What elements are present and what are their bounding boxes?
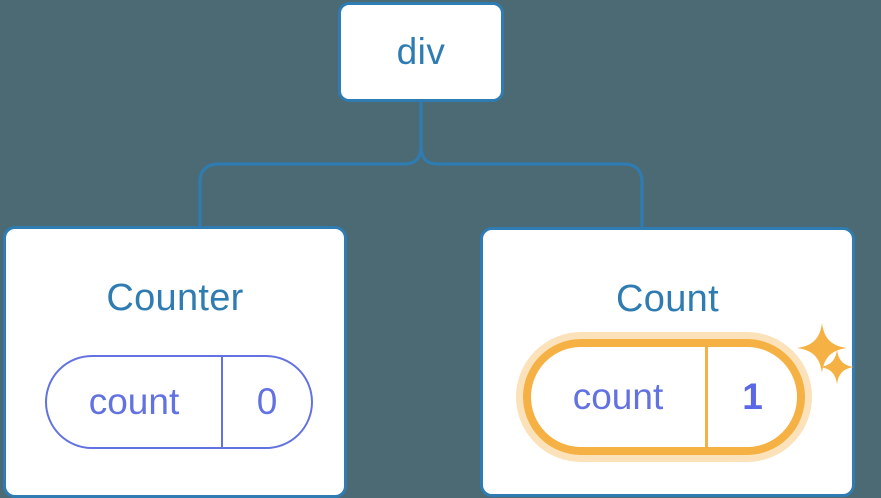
tree-node-root[interactable]: div (338, 2, 504, 102)
tree-node-card-counter[interactable]: Counter count 0 (3, 226, 347, 498)
prop-pill-value-counter: 0 (256, 381, 278, 422)
prop-pill-glow-ring (516, 332, 812, 462)
prop-pill-key-count: count (531, 347, 708, 447)
sparkle-small-icon (819, 349, 855, 385)
card-title-counter: Counter (106, 277, 244, 319)
prop-pill-count[interactable]: count 1 (523, 339, 805, 455)
tree-node-root-label: div (396, 31, 446, 72)
card-title-count: Count (616, 278, 719, 320)
tree-node-card-count[interactable]: Count count 1 (480, 227, 855, 497)
sparkle-large-icon (797, 323, 847, 373)
prop-pill-key-counter: count (47, 357, 223, 447)
prop-pill-value-count: 1 (742, 376, 763, 417)
prop-pill-counter[interactable]: count 0 (45, 355, 313, 449)
